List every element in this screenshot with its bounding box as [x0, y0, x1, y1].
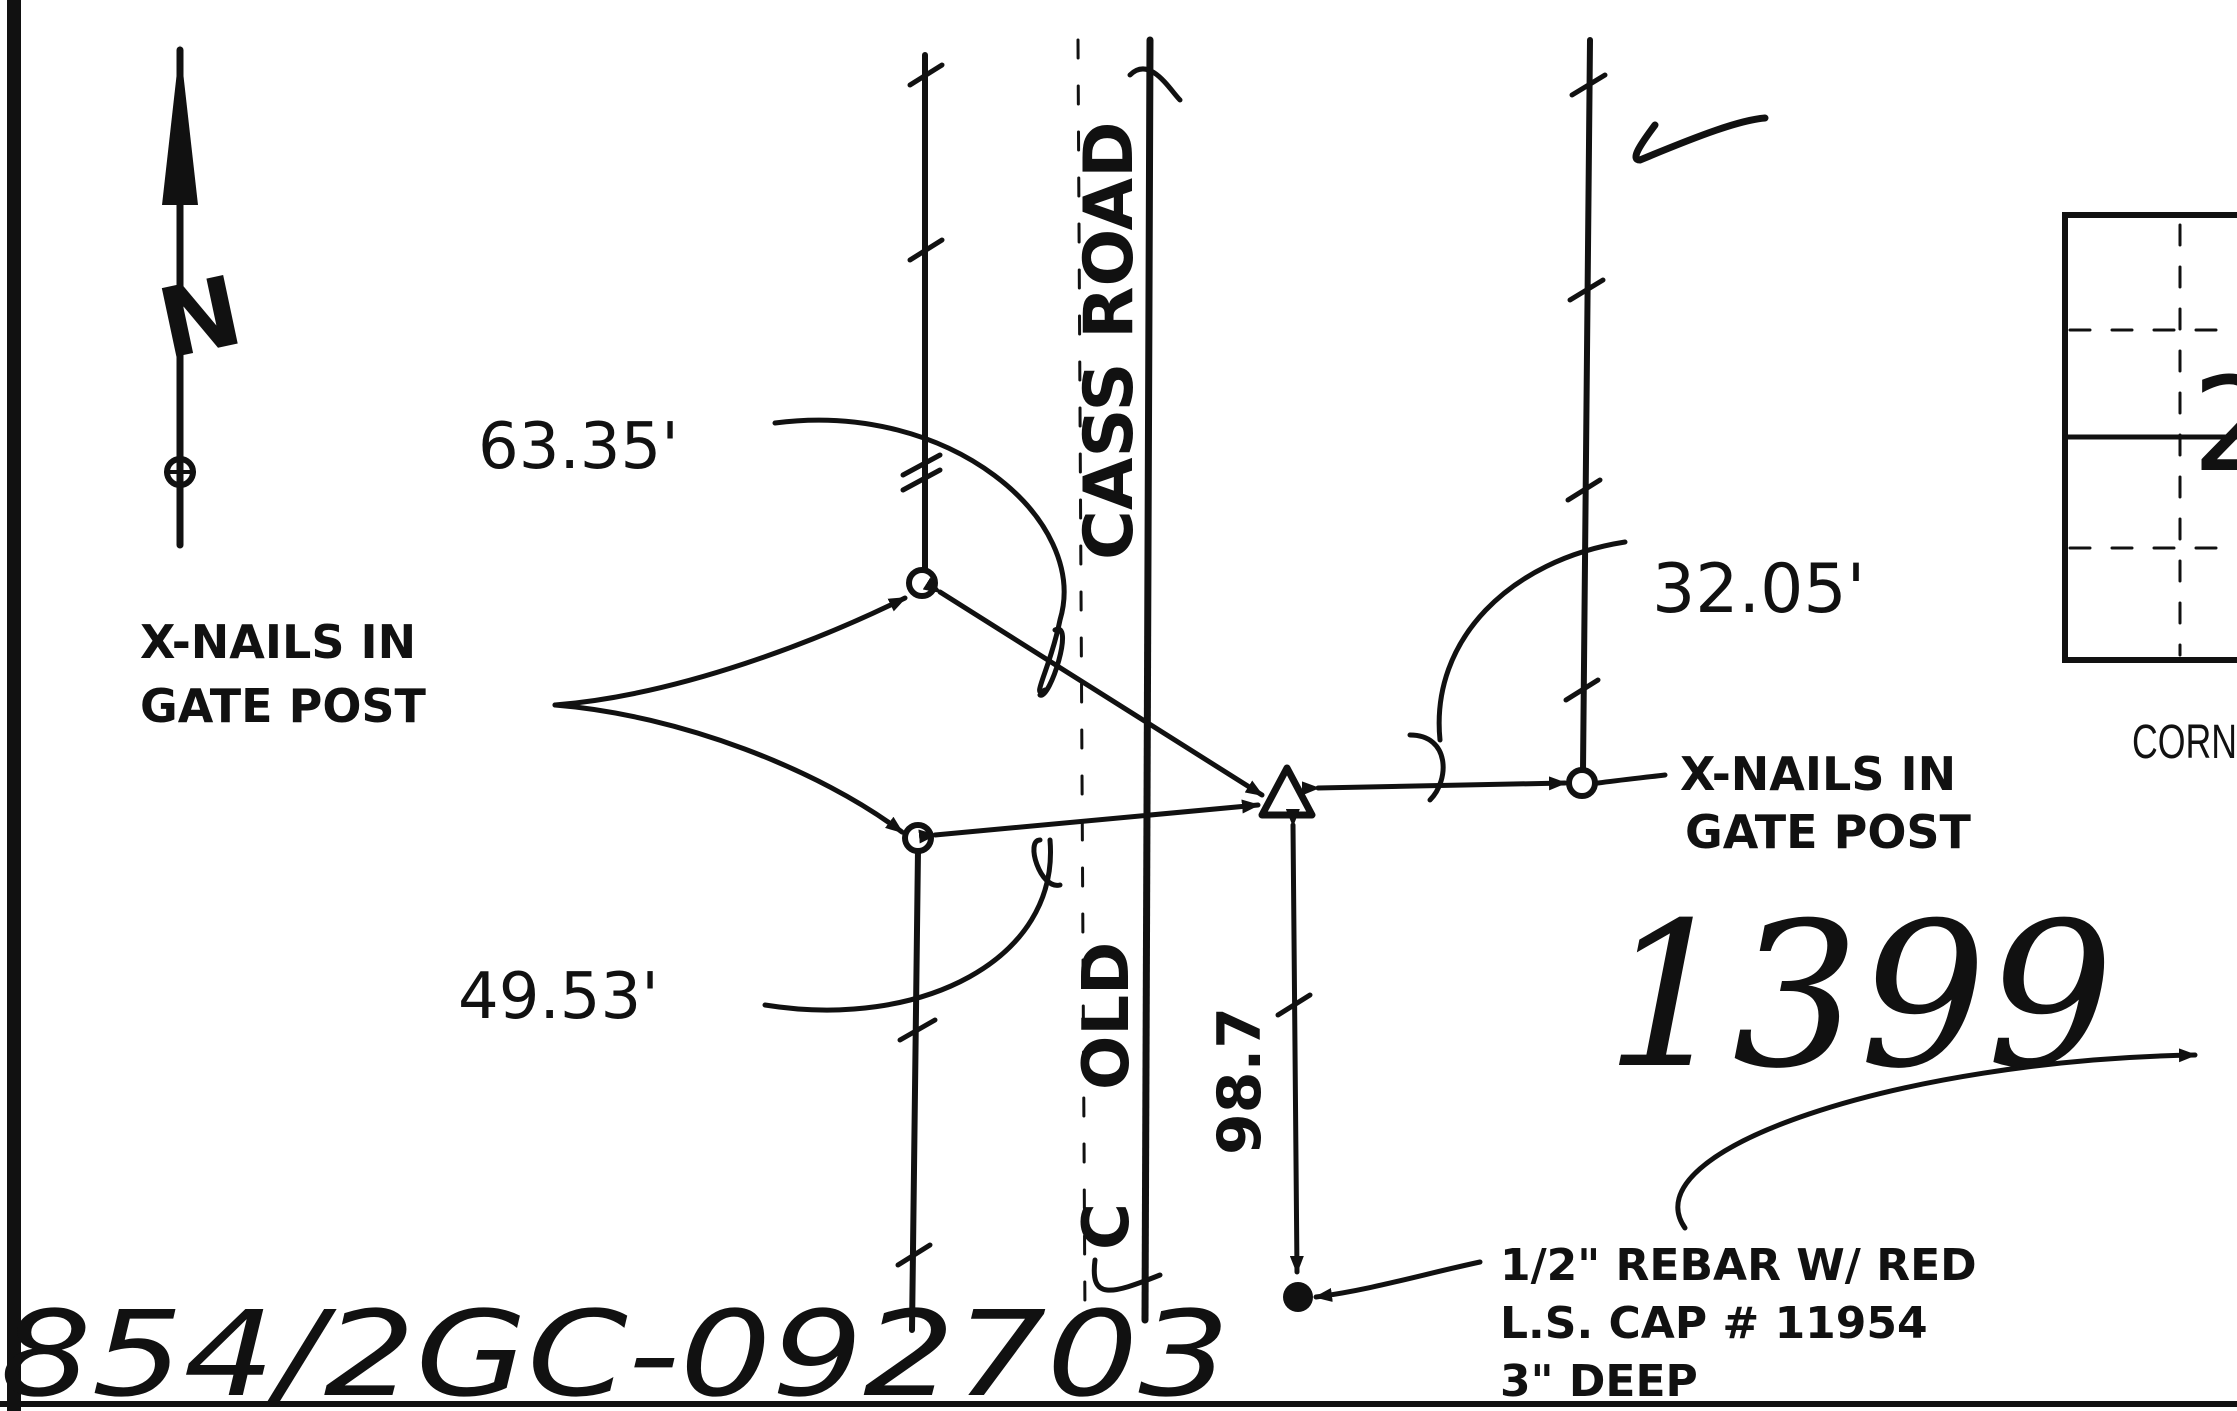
north-label: N — [149, 255, 251, 381]
leader-rebar — [1313, 1259, 1483, 1302]
left-nails-note-line2: GATE POST — [140, 679, 427, 733]
road-label-bracket-bottom — [1091, 1257, 1163, 1293]
right-nails-note-line1: X-NAILS IN — [1680, 747, 1956, 801]
south-tie-measurement: 98.7 — [1205, 1007, 1275, 1155]
road-edge-dashed — [1076, 38, 1087, 1322]
cass-road-label: CASS ROAD — [1070, 121, 1149, 560]
lower-left-tie-measurement: 49.53' — [458, 960, 659, 1034]
leader-upper-tie — [772, 417, 1067, 695]
leader-swoosh-arrow — [1675, 1048, 2198, 1231]
leader-lower-tie — [762, 837, 1053, 1013]
rebar-note-line3: 3" DEEP — [1500, 1356, 1698, 1407]
upper-gate-post-point — [906, 567, 938, 599]
tie-line-upper — [922, 577, 1265, 798]
leader-right-nails — [1595, 772, 1668, 786]
right-nails-note-line2: GATE POST — [1685, 805, 1972, 859]
upper-left-tie-measurement: 63.35' — [478, 410, 679, 484]
handwritten-number: 1399 — [1605, 880, 2114, 1113]
control-point-triangle — [1258, 764, 1316, 819]
tie-line-south-tick — [1275, 992, 1313, 1018]
leader-right-tie-cross — [1407, 732, 1446, 803]
centerline-symbol: C — [1070, 1203, 1144, 1250]
old-road-label: OLD — [1070, 942, 1144, 1090]
right-fence-line — [1563, 37, 1608, 773]
section-grid — [2062, 212, 2237, 663]
left-fence-line — [895, 52, 945, 1333]
right-gate-post-point — [1566, 767, 1598, 799]
section-label: CORN — [2132, 716, 2237, 769]
lower-gate-post-point — [902, 822, 934, 854]
rebar-note-line2: L.S. CAP # 11954 — [1500, 1298, 1928, 1349]
tie-line-lower — [918, 799, 1261, 844]
leader-lower-tie-cross — [1031, 837, 1063, 888]
rebar-note-line1: 1/2" REBAR W/ RED — [1500, 1240, 1977, 1291]
leader-left-nails-lower — [552, 702, 905, 835]
right-tie-measurement: 32.05' — [1652, 550, 1865, 629]
leader-left-nails-upper — [552, 595, 908, 708]
road-label-bracket-top — [1127, 66, 1183, 103]
check-mark-icon — [1632, 114, 1769, 164]
leader-upper-tie-cross — [1037, 626, 1066, 698]
leader-right-tie — [1436, 539, 1628, 743]
document-number: 854/2GC-092703 — [0, 1285, 1230, 1411]
tie-line-south — [1285, 808, 1304, 1275]
section-grid-glyph: 2 — [2192, 349, 2237, 501]
rebar-monument-point — [1283, 1282, 1313, 1312]
left-nails-note-line1: X-NAILS IN — [140, 615, 416, 669]
north-arrow-icon — [162, 45, 198, 549]
